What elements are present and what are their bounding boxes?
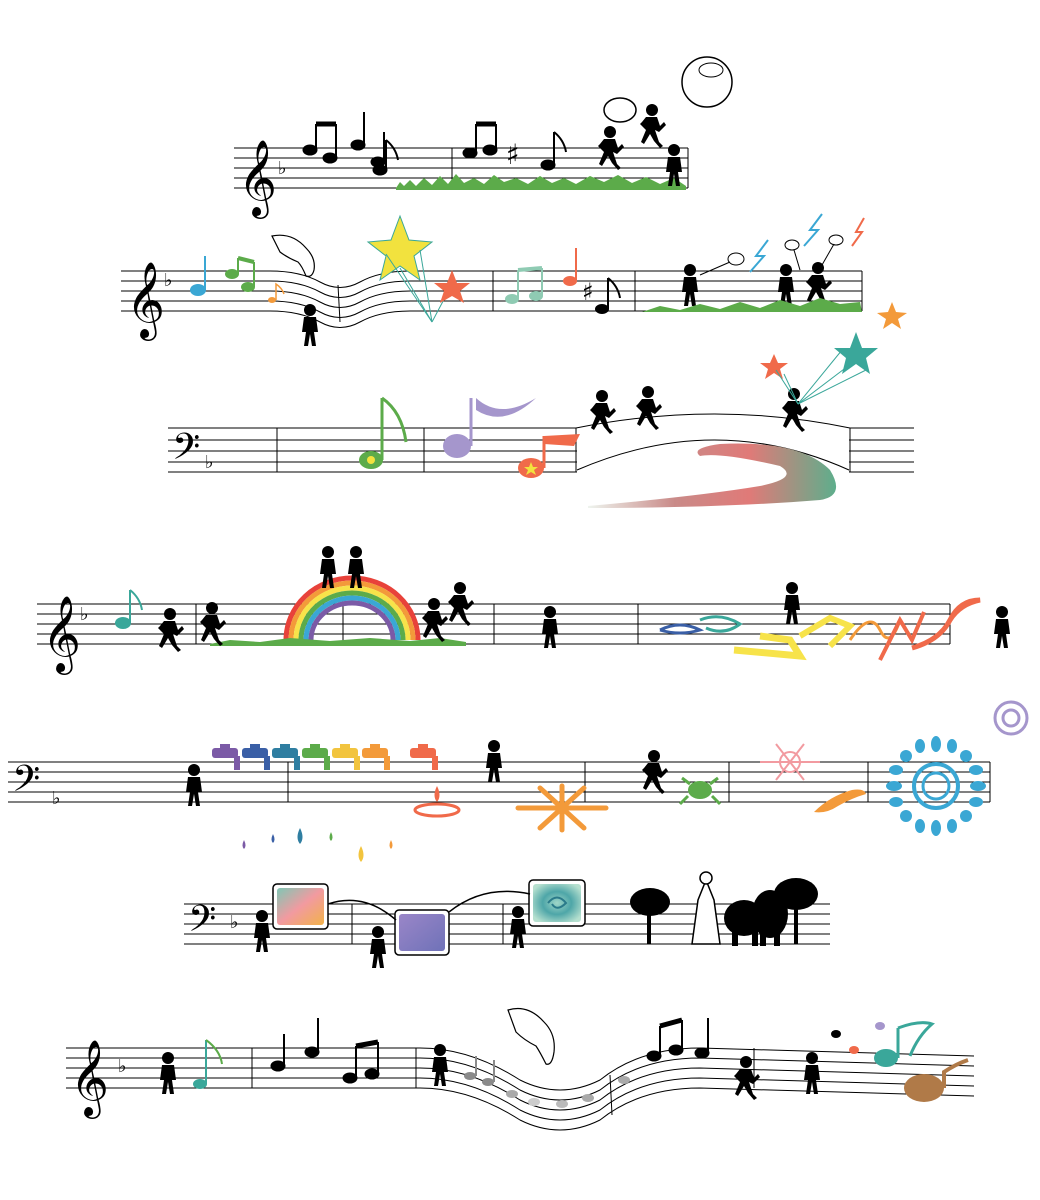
key-flat: ♭ (118, 1056, 127, 1077)
grass-strip (210, 638, 466, 646)
key-flat: ♭ (230, 912, 239, 933)
colored-notes-2 (190, 248, 621, 314)
stave-6: 𝄢 ♭ (184, 871, 830, 968)
bass-clef: 𝄢 (188, 898, 216, 949)
key-flat: ♭ (278, 158, 287, 179)
faucets (212, 744, 438, 770)
stave-2: 𝄞 ♭ ♯ (121, 213, 907, 346)
painting-frames (272, 879, 586, 956)
scribbles (659, 597, 981, 661)
bubble-wand (603, 97, 637, 123)
kids-silhouettes-3 (590, 386, 808, 434)
stave-7: 𝄞 ♭ (66, 1007, 975, 1131)
big-star (366, 214, 434, 282)
key-flat: ♭ (80, 604, 89, 625)
orange-snowflake (515, 783, 609, 833)
bass-clef: 𝄢 (12, 758, 40, 809)
key-flat: ♭ (164, 270, 173, 291)
sharp-sign: ♯ (506, 138, 520, 171)
stave-1: 𝄞 ♭ ♯ (234, 56, 733, 219)
notes-1 (302, 112, 567, 176)
kids-silhouettes-7 (160, 1044, 820, 1100)
trees-and-animals (630, 871, 818, 946)
grass-strip (396, 174, 686, 190)
blue-flower (886, 736, 986, 836)
treble-clef: 𝄞 (70, 1039, 109, 1119)
stave-5: 𝄢 ♭ (8, 700, 1029, 862)
kite-stars (760, 332, 878, 405)
orange-splash (413, 802, 461, 818)
treble-clef: 𝄞 (126, 261, 165, 341)
small-star (434, 270, 470, 303)
sharp-sign: ♯ (582, 278, 594, 306)
hand-pointing (507, 1007, 555, 1065)
butterfly-nets (699, 234, 844, 276)
bass-clef: 𝄢 (172, 426, 200, 477)
lavender-flower (993, 700, 1029, 736)
gray-notes (464, 1056, 630, 1108)
key-flat: ♭ (52, 788, 61, 809)
water-drops (242, 786, 440, 862)
stave-4: 𝄞 ♭ (37, 546, 1010, 675)
frog-and-lizard (678, 776, 866, 813)
teal-note (115, 589, 143, 629)
kids-silhouettes-1 (598, 104, 682, 186)
colored-notes-3 (359, 396, 580, 478)
colored-notes-7 (193, 1021, 969, 1102)
hand-pointing (271, 234, 315, 277)
key-flat: ♭ (205, 452, 214, 473)
stave-3: 𝄢 ♭ (168, 332, 914, 508)
grass-strip (642, 298, 862, 312)
painted-ribbon (588, 443, 837, 508)
bubble (681, 56, 733, 108)
notes-7 (270, 1017, 710, 1084)
lightning-bolts (749, 213, 865, 273)
orange-star (877, 302, 907, 329)
pink-snowflake (760, 743, 820, 781)
treble-clef: 𝄞 (42, 595, 81, 675)
arc-lines (327, 890, 531, 921)
treble-clef: 𝄞 (238, 139, 277, 219)
